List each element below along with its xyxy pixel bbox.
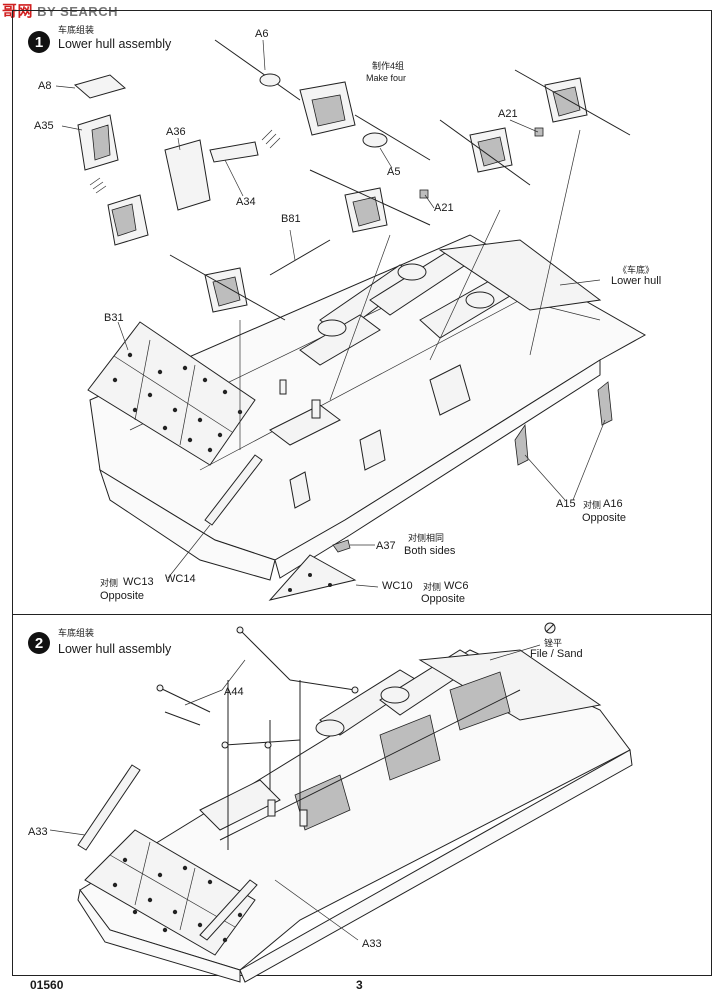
step1-number-badge: 1 [28, 31, 50, 53]
step2-number-badge: 2 [28, 632, 50, 654]
label-a5: A5 [387, 166, 401, 178]
label-a15: A15 [556, 498, 576, 510]
label-a8: A8 [38, 80, 52, 92]
label-wc6-opposite: Opposite [421, 593, 466, 605]
label-make-four: Make four [366, 73, 407, 83]
watermark-text: BY SEARCH [37, 4, 118, 19]
label-a16-opposite: Opposite [582, 512, 627, 524]
watermark: 哥网 BY SEARCH [2, 0, 118, 21]
label-a33-bottom: A33 [362, 938, 382, 950]
label-a6: A6 [255, 28, 269, 40]
label-wc13-opposite-cn: 对侧 [100, 578, 119, 588]
label-a21-top: A21 [498, 108, 518, 120]
step1-title-cn: 车底组装 [58, 25, 95, 35]
label-lower-hull: Lower hull [611, 275, 662, 287]
step1-hull-drawing [55, 39, 647, 601]
label-file-sand-cn: 锉平 [544, 638, 563, 648]
label-make-four-cn: 制作4组 [372, 61, 405, 71]
label-a34: A34 [236, 196, 256, 208]
page-frame [12, 10, 712, 976]
label-lower-hull-cn: 《车底》 [618, 265, 655, 275]
step2-title: Lower hull assembly [58, 642, 172, 656]
label-a16-opposite-cn: 对侧 [583, 500, 602, 510]
watermark-logo: 哥网 [2, 3, 34, 20]
label-a37: A37 [376, 540, 396, 552]
step1-title: Lower hull assembly [58, 37, 172, 51]
label-wc10: WC10 [382, 580, 413, 592]
label-a44: A44 [224, 686, 244, 698]
label-both-sides: Both sides [404, 545, 456, 557]
label-a33-left: A33 [28, 826, 48, 838]
page-number: 3 [356, 978, 363, 992]
label-b81: B81 [281, 213, 301, 225]
step2-hull-drawing [49, 622, 633, 983]
step2-title-cn: 车底组装 [58, 628, 95, 638]
label-file-sand: File / Sand [530, 648, 583, 660]
label-wc13: WC13 [123, 576, 154, 588]
label-wc13-opposite: Opposite [100, 590, 145, 602]
label-a35: A35 [34, 120, 54, 132]
label-b31: B31 [104, 312, 124, 324]
label-wc14: WC14 [165, 573, 196, 585]
model-number: 01560 [30, 978, 64, 992]
label-a16: A16 [603, 498, 623, 510]
label-both-sides-cn: 对侧相同 [408, 533, 445, 543]
step-divider [12, 614, 712, 615]
label-wc6-opposite-cn: 对侧 [423, 582, 442, 592]
label-wc6: WC6 [444, 580, 469, 592]
label-a36: A36 [166, 126, 186, 138]
label-a21-mid: A21 [434, 202, 454, 214]
